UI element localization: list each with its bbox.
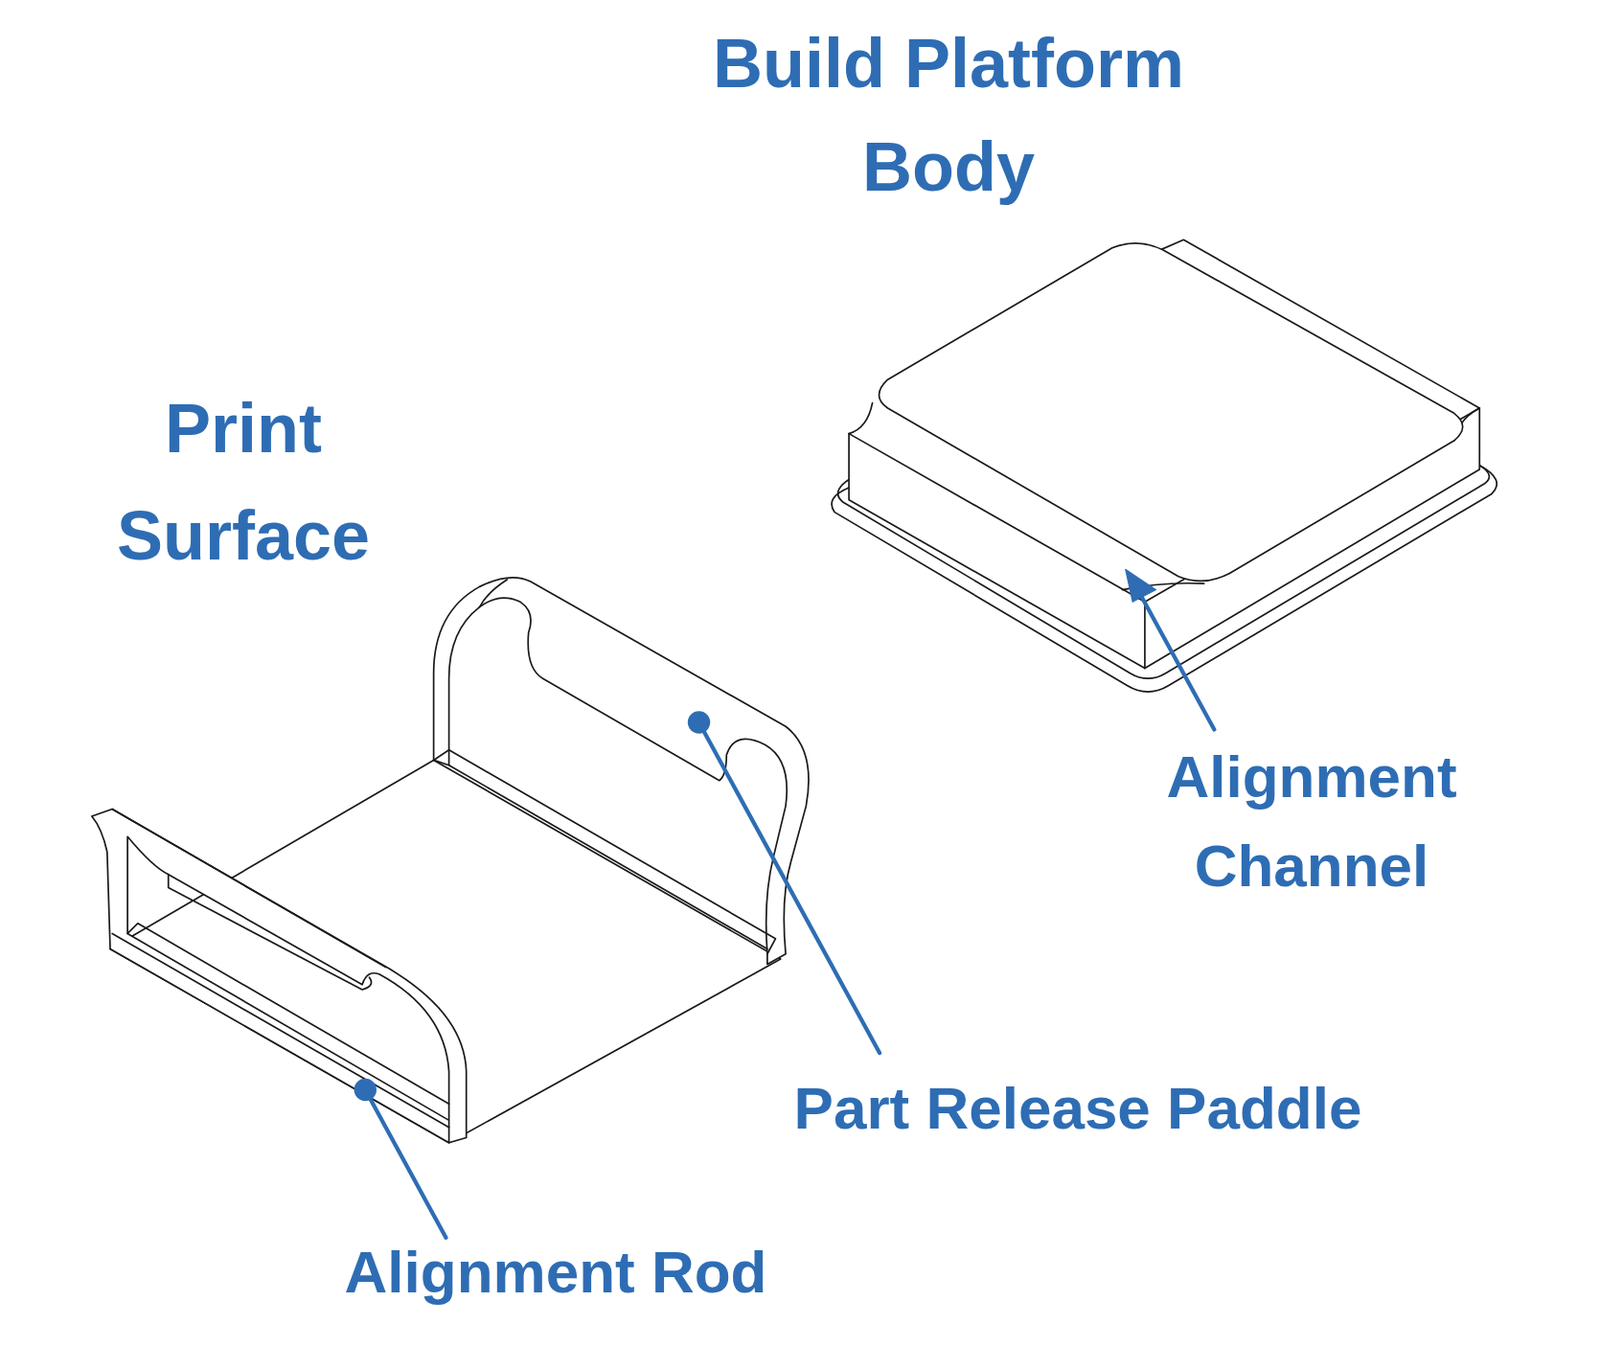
part-label: Alignment Channel xyxy=(1110,731,1513,911)
callout-arrow xyxy=(1125,569,1215,730)
print-surface xyxy=(91,577,809,1143)
part-title: Print Surface xyxy=(70,375,416,590)
part-label: Alignment Rod xyxy=(287,1227,824,1317)
part-label: Part Release Paddle xyxy=(713,1063,1442,1153)
build-platform-body xyxy=(831,239,1497,692)
part-title: Build Platform Body xyxy=(632,11,1265,219)
leader-line xyxy=(354,710,880,1238)
